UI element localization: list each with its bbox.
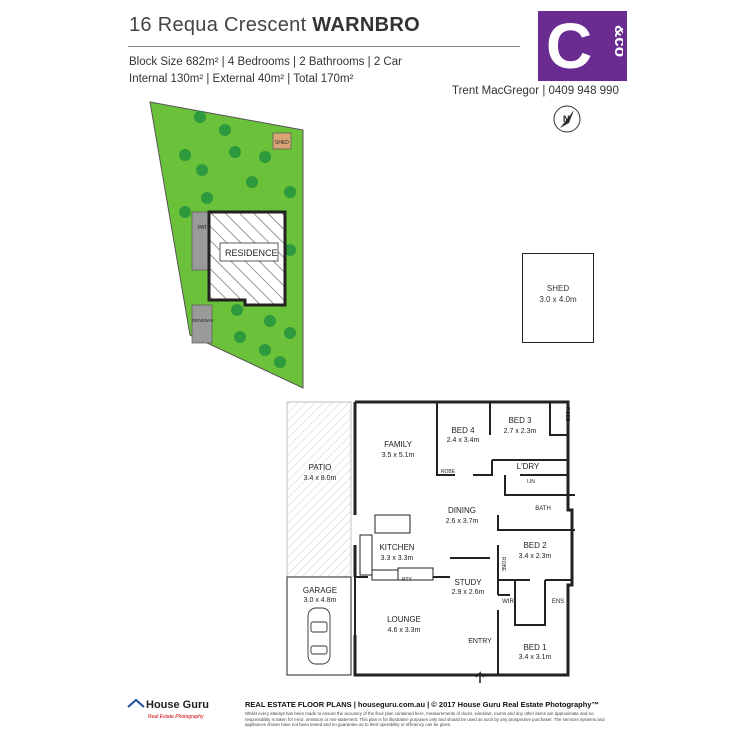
bed3-label: BED 3 xyxy=(508,416,532,425)
site-shed-label: SHED xyxy=(275,140,289,146)
site-shed xyxy=(272,132,292,150)
dining-size: 2.6 x 3.7m xyxy=(446,518,479,525)
patio-size: 3.4 x 8.0m xyxy=(304,475,337,482)
suburb: WARNBRO xyxy=(312,14,420,36)
study-size: 2.9 x 2.6m xyxy=(452,589,485,596)
entry-label: ENTRY xyxy=(468,638,492,645)
bed3-size: 2.7 x 2.3m xyxy=(504,428,537,435)
bed4-label: BED 4 xyxy=(451,426,475,435)
agency-logo: C &co xyxy=(538,11,627,81)
logo-suffix-graphic: &co xyxy=(611,25,623,57)
bath-label: BATH xyxy=(535,506,551,512)
garage-size: 3.0 x 4.8m xyxy=(304,597,337,604)
site-patio-label: PATIO xyxy=(198,225,212,231)
footer-brand: House Guru xyxy=(146,699,209,711)
kitchen-size: 3.3 x 3.3m xyxy=(381,555,414,562)
house-guru-logo-icon xyxy=(127,698,145,708)
bed4-size: 2.4 x 3.4m xyxy=(447,437,480,444)
bed1-size: 3.4 x 3.1m xyxy=(519,654,552,661)
site-driveway xyxy=(191,304,213,344)
address: 16 Requa Crescent xyxy=(129,14,307,36)
agent-contact: Trent MacGregor | 0409 948 990 xyxy=(452,85,619,97)
compass-icon: N xyxy=(553,105,581,133)
spec-line-area: Internal 130m² | External 40m² | Total 1… xyxy=(129,73,354,85)
bed1-label: BED 1 xyxy=(523,643,547,652)
robe-bed2-label: ROBE xyxy=(500,557,506,572)
wir-label: WIR xyxy=(502,599,514,605)
lounge-size: 4.6 x 3.3m xyxy=(388,627,421,634)
bed2-label: BED 2 xyxy=(523,541,547,550)
house-walls xyxy=(353,400,574,677)
footer-tagline: Real Estate Photography xyxy=(148,714,204,720)
logo-suffix: &co xyxy=(611,25,623,57)
footer-plans: REAL ESTATE FLOOR PLANS | houseguru.com.… xyxy=(245,700,599,709)
site-patio xyxy=(191,211,210,271)
patio-label: PATIO xyxy=(309,463,332,472)
dining-label: DINING xyxy=(448,506,476,515)
entry-arrow-icon xyxy=(475,671,485,683)
robe-bed3-label: ROBE xyxy=(564,407,570,422)
header-divider xyxy=(128,46,520,47)
patio-area xyxy=(286,401,352,578)
shed-detail: SHED 3.0 x 4.0m xyxy=(522,253,594,343)
kitchen-counters xyxy=(359,514,434,581)
site-driveway-label: DRIVEWAY xyxy=(192,318,214,323)
property-title: 16 Requa Crescent WARNBRO xyxy=(129,14,420,37)
shed-detail-size: 3.0 x 4.0m xyxy=(539,295,577,304)
garage-area xyxy=(286,576,352,676)
kitchen-label: KITCHEN xyxy=(379,543,414,552)
tree-icons xyxy=(179,111,296,368)
site-plan: SHED PATIO RESIDENCE DRIVEWAY xyxy=(149,101,304,389)
floor-plan: FAMILY 3.5 x 5.1m BED 4 2.4 x 3.4m BED 3… xyxy=(286,400,575,683)
pty-label: PTY xyxy=(402,577,412,583)
shed-detail-name: SHED xyxy=(546,284,570,293)
lounge-label: LOUNGE xyxy=(387,615,421,624)
garage-label: GARAGE xyxy=(303,586,337,595)
family-label: FAMILY xyxy=(384,440,413,449)
ldry-label: L'DRY xyxy=(517,462,540,471)
bed2-size: 3.4 x 2.3m xyxy=(519,553,552,560)
car-icon xyxy=(307,607,331,665)
study-label: STUDY xyxy=(454,578,482,587)
site-residence-label: RESIDENCE xyxy=(225,248,278,258)
family-size: 3.5 x 5.1m xyxy=(382,452,415,459)
lin-label: LIN xyxy=(527,479,535,485)
footer-disclaimer: Whilst every attempt has been made to en… xyxy=(245,711,605,728)
compass-label: N xyxy=(563,114,570,124)
ens-label: ENS xyxy=(552,599,564,605)
spec-line-block: Block Size 682m² | 4 Bedrooms | 2 Bathro… xyxy=(129,56,402,68)
logo-letter: C xyxy=(546,10,593,82)
robe-bed4-label: ROBE xyxy=(441,469,456,475)
